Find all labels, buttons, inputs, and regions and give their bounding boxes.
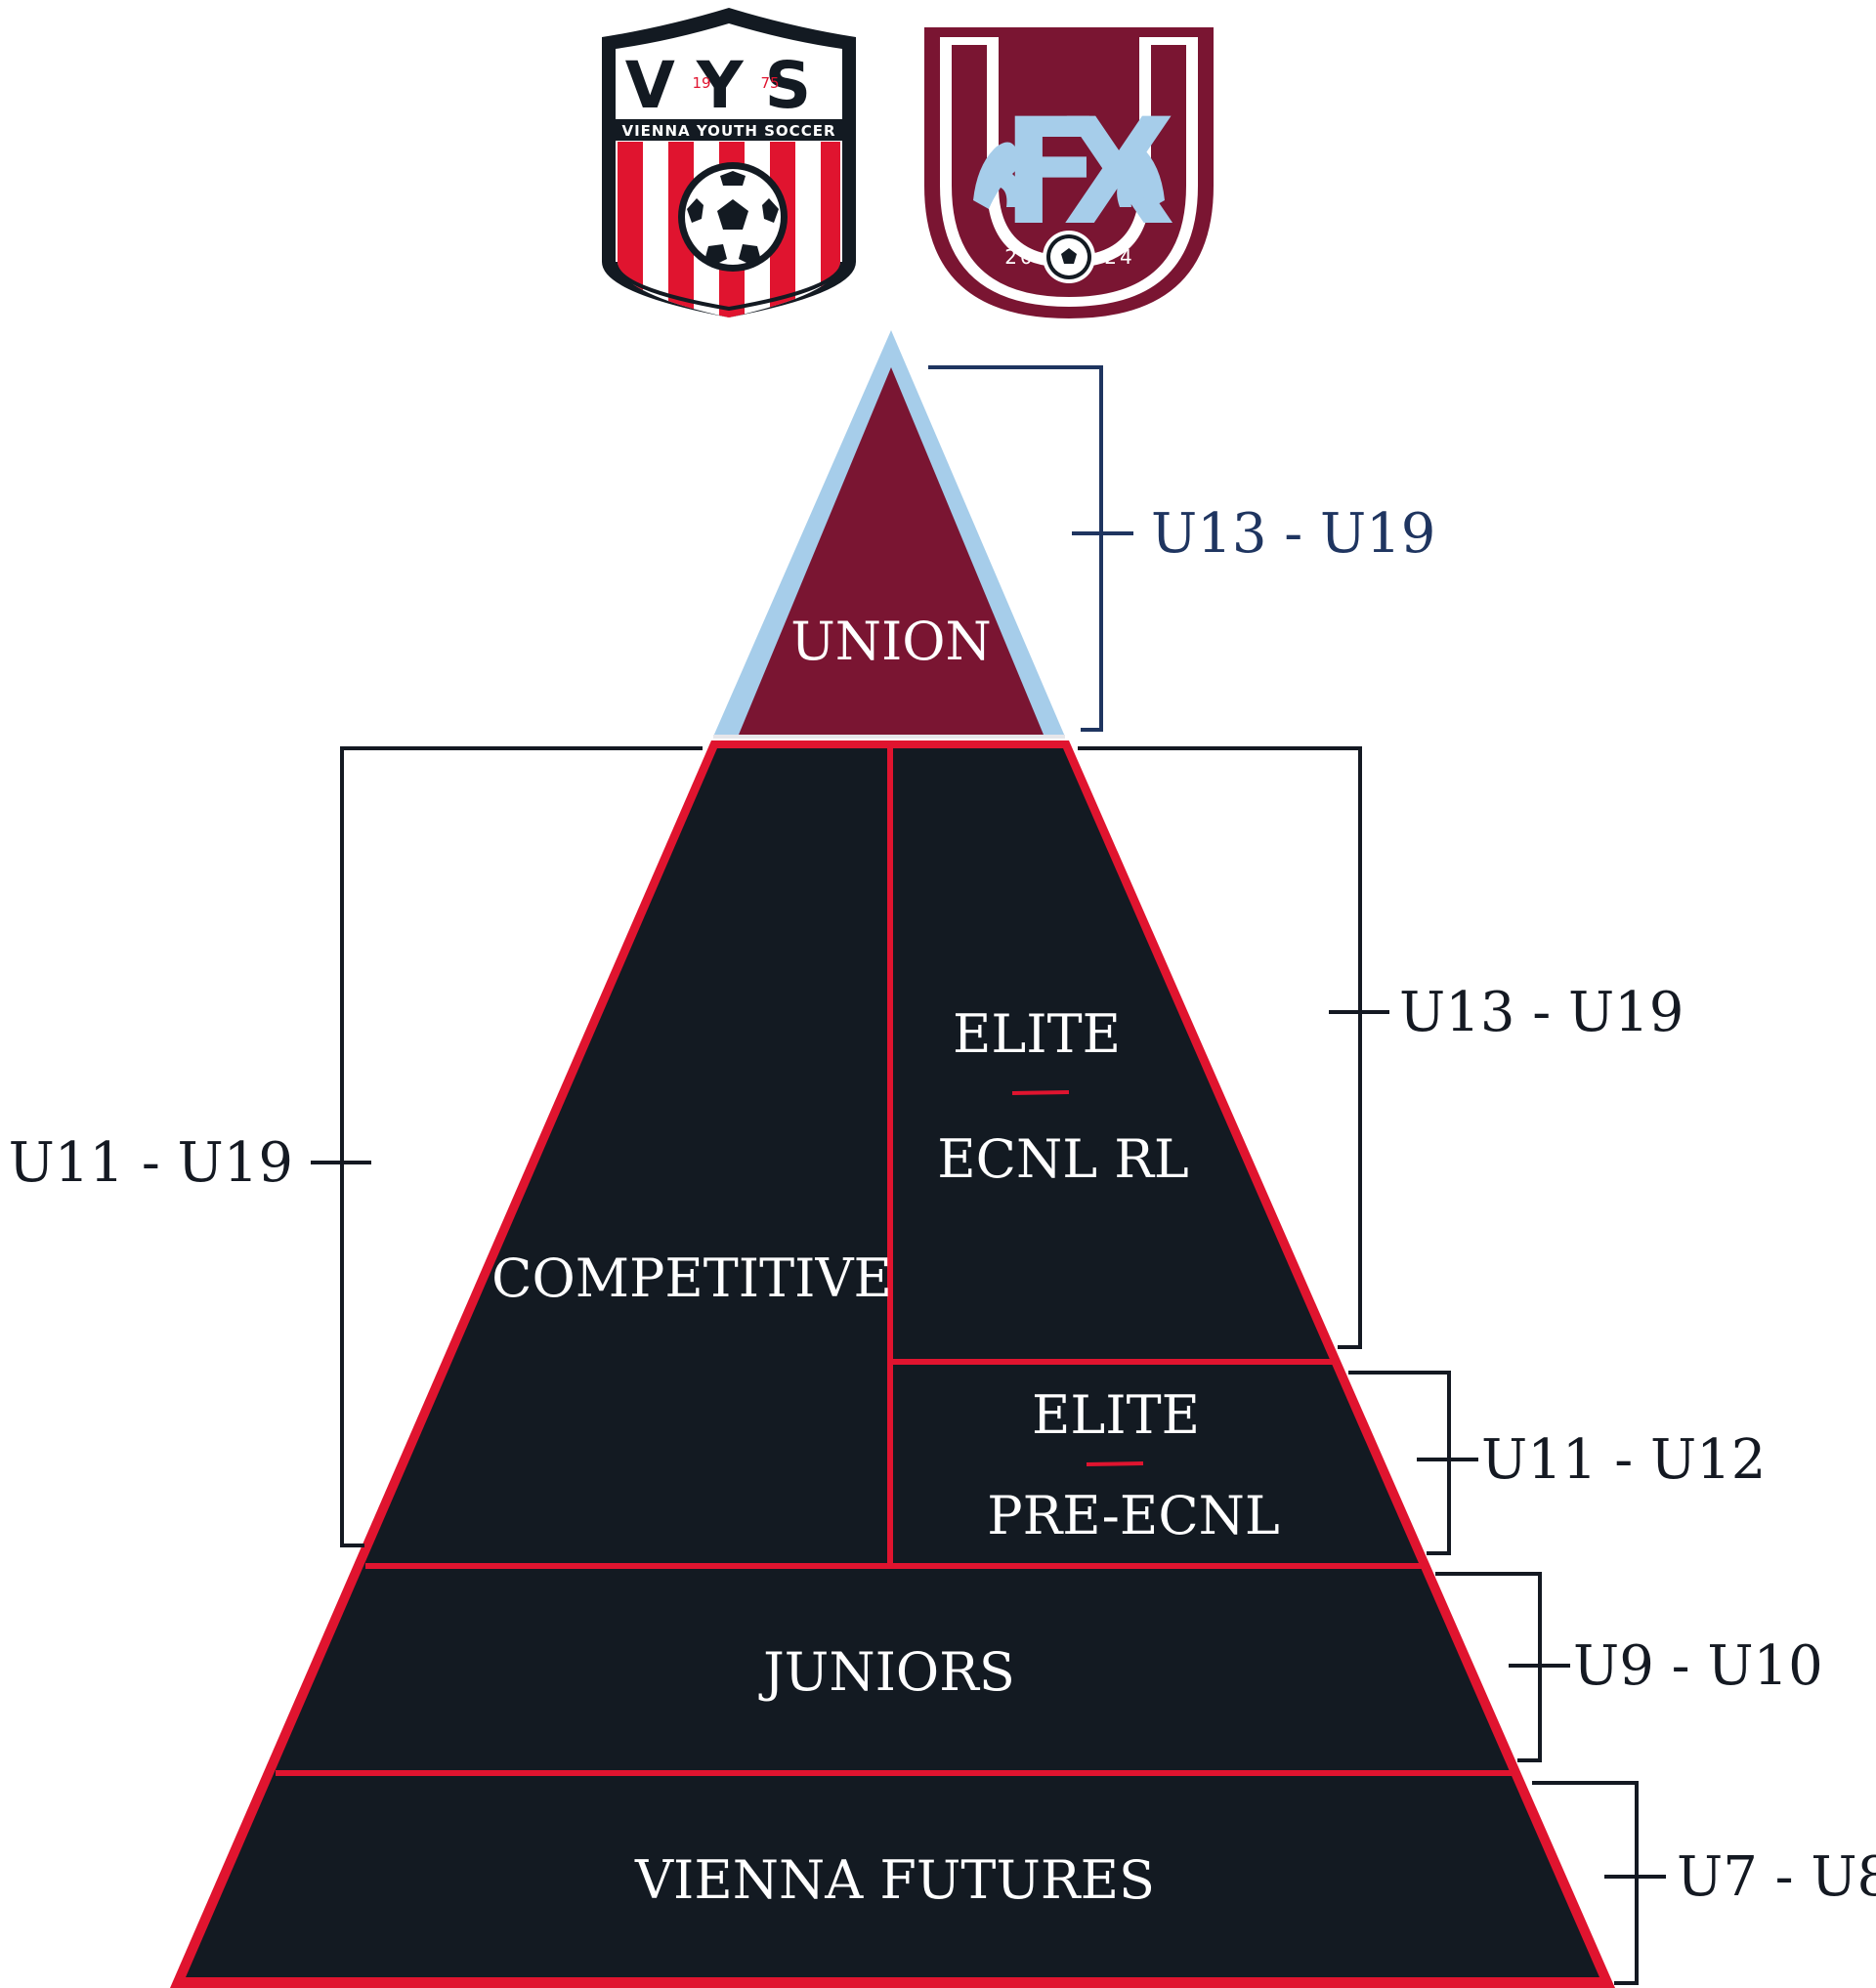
juniors-age-range: U9 - U10: [1573, 1634, 1823, 1698]
union-tier-label: UNION: [790, 611, 992, 672]
pre-ecnl-age-range: U11 - U12: [1481, 1428, 1766, 1492]
juniors-age-bracket: [1435, 1572, 1570, 1762]
elite-pre-ecnl-label-2: PRE-ECNL: [987, 1485, 1280, 1546]
futures-tier-label: VIENNA FUTURES: [634, 1849, 1155, 1911]
soccer-ball-icon: [678, 162, 788, 272]
union-logo: FX 20 24: [924, 27, 1214, 318]
union-age-range: U13 - U19: [1151, 502, 1435, 566]
competitive-age-bracket: [311, 746, 703, 1547]
futures-age-bracket: [1532, 1781, 1666, 1985]
union-year-left: 20: [1004, 245, 1035, 269]
ecnl-rl-age-bracket: [1078, 746, 1389, 1349]
competitive-age-range: U11 - U19: [9, 1131, 293, 1195]
vys-letters: VYS: [625, 48, 832, 123]
vys-club-name: VIENNA YOUTH SOCCER: [621, 122, 835, 140]
lion-crest-icon: [973, 142, 1165, 209]
union-age-bracket: [928, 365, 1133, 732]
tier-dividers: [276, 742, 1514, 1776]
futures-age-range: U7 - U8: [1677, 1845, 1876, 1909]
ecnl-rl-age-range: U13 - U19: [1399, 981, 1684, 1044]
elite-pre-ecnl-label-1: ELITE: [1032, 1384, 1200, 1446]
elite-ecnl-rl-label-1: ELITE: [953, 1003, 1121, 1065]
competitive-tier-label: COMPETITIVE: [491, 1248, 892, 1309]
elite-ecnl-divider: [1011, 1090, 1070, 1095]
union-crest-u: [940, 37, 1198, 307]
union-tier: [739, 367, 1044, 735]
union-year-right: 24: [1104, 245, 1134, 269]
vys-year-left: 19: [692, 74, 710, 92]
pre-ecnl-age-bracket: [1348, 1371, 1478, 1555]
juniors-tier-label: JUNIORS: [758, 1641, 1015, 1703]
soccer-ball-icon: [1043, 231, 1095, 283]
elite-pre-divider: [1086, 1461, 1144, 1466]
vys-year-right: 75: [760, 74, 779, 92]
vys-logo: VYS 19 75 VIENNA YOUTH SOCCER: [602, 8, 856, 317]
elite-ecnl-rl-label-2: ECNL RL: [937, 1128, 1189, 1190]
